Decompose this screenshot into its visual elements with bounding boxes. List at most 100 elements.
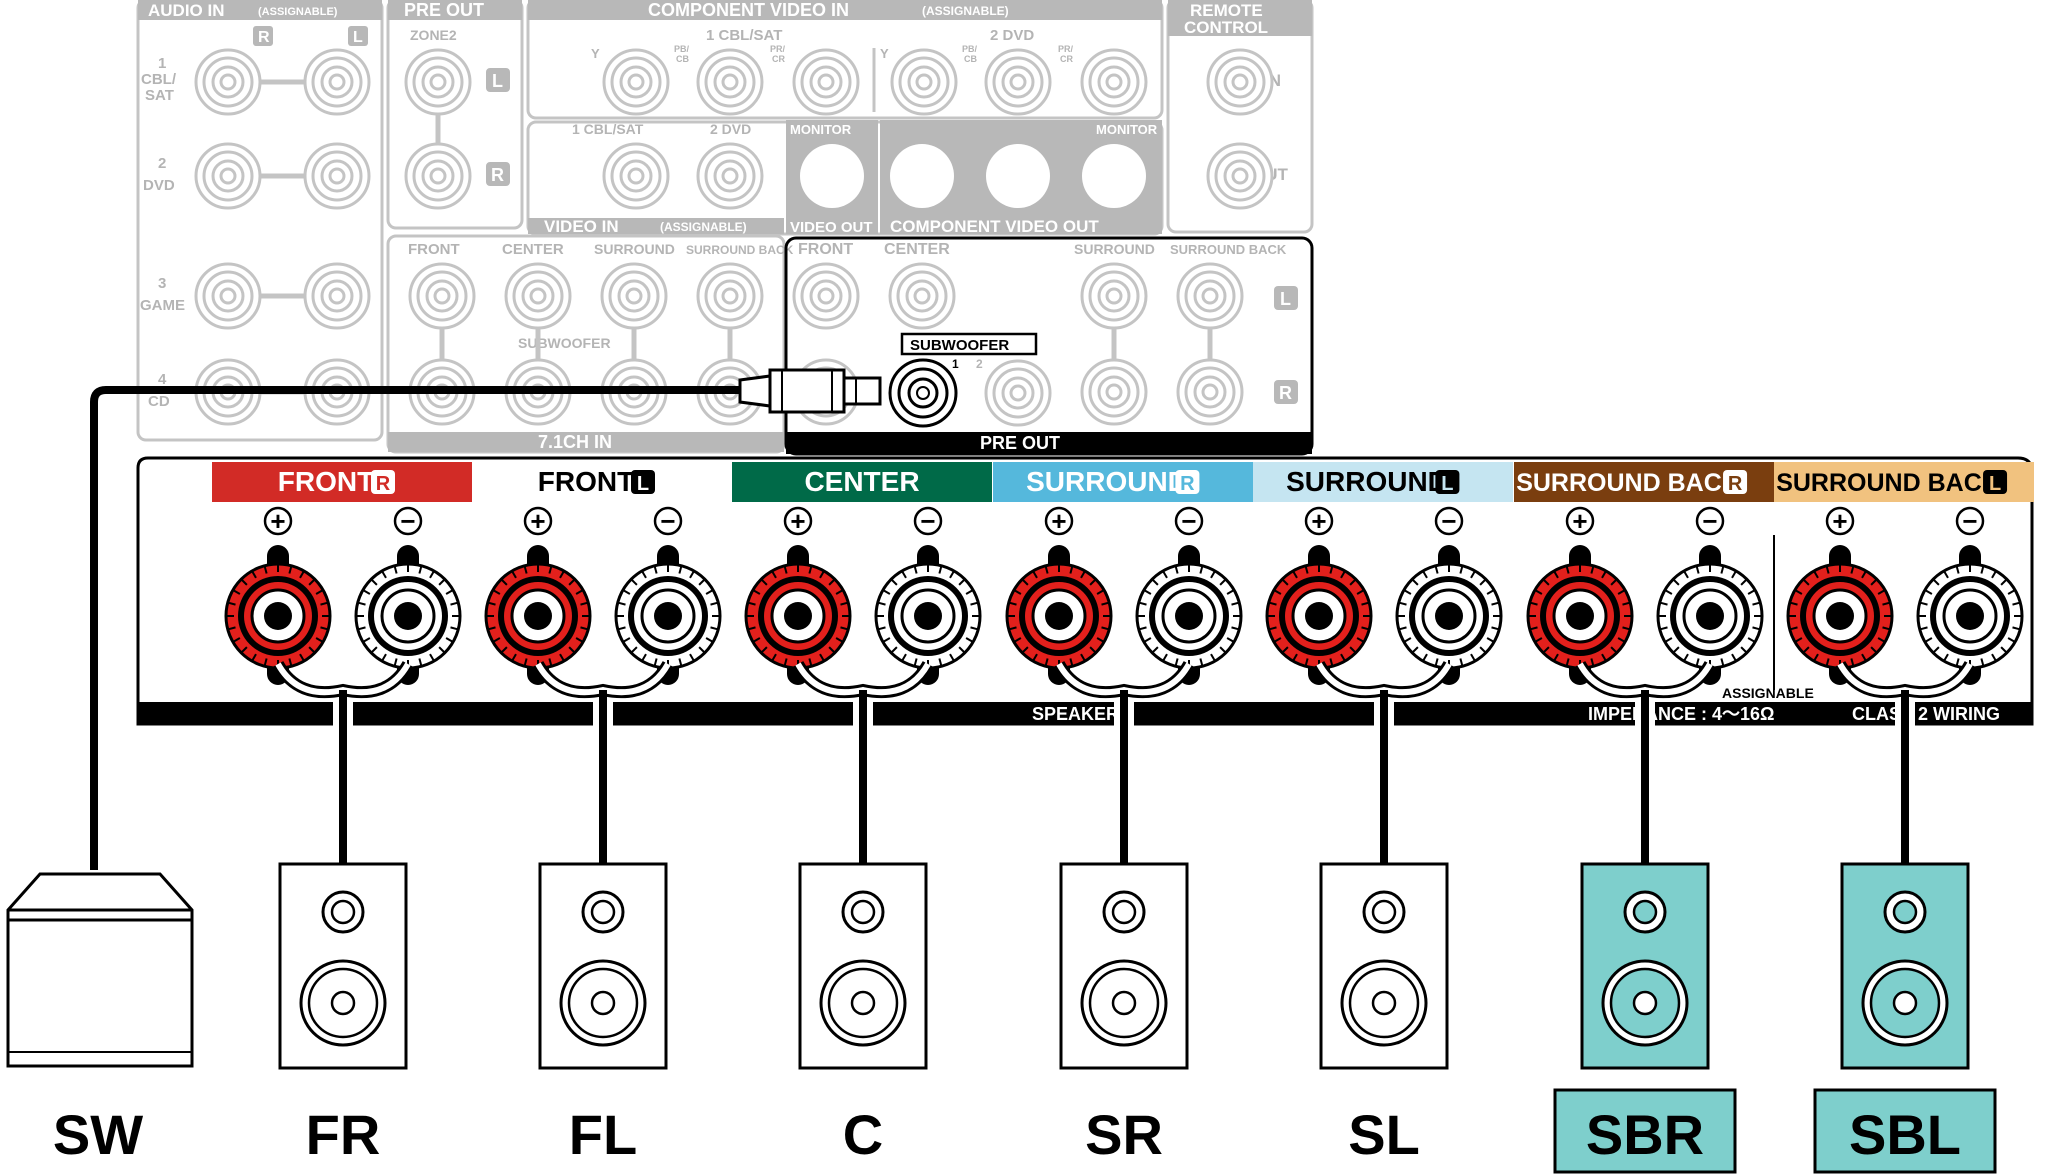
component-in-title: COMPONENT VIDEO IN xyxy=(648,0,849,20)
pre-out-jack xyxy=(1080,358,1148,426)
audio-l-label: L xyxy=(353,29,363,46)
svg-text:−: − xyxy=(400,506,415,536)
plus-terminal[interactable] xyxy=(1526,545,1634,685)
audio-in-box xyxy=(136,0,384,442)
speaker-label: SW xyxy=(53,1103,143,1166)
plus-terminal[interactable] xyxy=(744,545,852,685)
video-in-title: VIDEO IN xyxy=(544,217,619,236)
svg-text:−: − xyxy=(920,506,935,536)
audio-in-note: (ASSIGNABLE) xyxy=(258,6,338,18)
channel-badge-label: L xyxy=(1989,473,2001,495)
minus-marker: − xyxy=(653,506,683,536)
zone2-title: PRE OUT xyxy=(404,0,484,20)
src-4-num: 4 xyxy=(158,371,167,388)
audio-r-badge xyxy=(253,26,273,46)
audio-in-jack xyxy=(303,48,371,116)
pre-out-footer xyxy=(786,432,1312,454)
channel-header-label: SURROUND xyxy=(1286,466,1448,497)
po-l-label: L xyxy=(1280,289,1291,309)
src-4-label: CD xyxy=(148,393,170,410)
speakers-label: SPEAKERS xyxy=(1032,704,1131,724)
pre-out-title: PRE OUT xyxy=(980,433,1060,453)
plus-terminal[interactable] xyxy=(1265,545,1373,685)
plus-terminal[interactable] xyxy=(484,545,592,685)
in71-center: CENTER xyxy=(502,241,564,258)
zone2-jack xyxy=(404,48,472,116)
channel-badge-label: R xyxy=(376,473,391,495)
channel-badge-label: L xyxy=(637,473,649,495)
monitor-component-label: MONITOR xyxy=(1096,122,1158,137)
minus-terminal[interactable] xyxy=(1395,545,1503,685)
svg-text:+: + xyxy=(1572,506,1587,536)
speaker-terminal-panel: SPEAKERS IMPEDANCE : 4〜16Ω CLASS 2 WIRIN… xyxy=(136,456,2034,864)
po-surround: SURROUND xyxy=(1074,241,1155,257)
plus-marker: + xyxy=(263,506,293,536)
plus-terminal[interactable] xyxy=(1786,545,1894,685)
subwoofer-out-jack xyxy=(888,358,958,428)
po-r-label: R xyxy=(1279,383,1292,403)
minus-terminal[interactable] xyxy=(874,545,982,685)
component-in-jack xyxy=(890,48,958,116)
subwoofer-icon xyxy=(6,872,194,1068)
in71-jack xyxy=(600,262,668,330)
component-in-jack xyxy=(984,48,1052,116)
speaker-icon xyxy=(1059,862,1189,1070)
svg-text:−: − xyxy=(660,506,675,536)
minus-terminal[interactable] xyxy=(1135,545,1243,685)
po-sub-2: 2 xyxy=(976,357,983,371)
in71-surround: SURROUND xyxy=(594,241,675,257)
channel-header: CENTER xyxy=(732,462,992,502)
zone2-label: ZONE2 xyxy=(410,27,457,43)
svg-text:+: + xyxy=(1051,506,1066,536)
minus-terminal[interactable] xyxy=(1656,545,1764,685)
plus-marker: + xyxy=(1304,506,1334,536)
component-out-well-2 xyxy=(986,144,1050,208)
minus-marker: − xyxy=(1695,506,1725,536)
pre-out-box xyxy=(784,236,1314,456)
channel-badge xyxy=(371,470,395,494)
cv2-pr: PR/ xyxy=(1058,44,1074,54)
remote-jack xyxy=(1206,48,1274,116)
channel-header-label: FRONT xyxy=(538,466,634,497)
component-in-header xyxy=(528,0,1162,20)
channel-badge xyxy=(1435,470,1460,494)
remote-title-1: REMOTE xyxy=(1190,1,1263,20)
audio-in-header xyxy=(138,0,382,20)
channel-header-bg xyxy=(1253,462,1513,502)
minus-terminal[interactable] xyxy=(1916,545,2024,685)
minus-marker: − xyxy=(1434,506,1464,536)
speaker-label: SBL xyxy=(1849,1103,1961,1166)
impedance-label: IMPEDANCE : 4〜16Ω xyxy=(1588,704,1774,724)
channel-badge-label: R xyxy=(1728,473,1743,495)
plus-terminal[interactable] xyxy=(1005,545,1113,685)
channel-header-bg xyxy=(472,462,732,502)
speaker-label: FL xyxy=(569,1103,637,1166)
in71-front: FRONT xyxy=(408,241,460,258)
component-in-jack xyxy=(696,48,764,116)
speaker-row xyxy=(278,862,1970,1070)
plus-marker: + xyxy=(1825,506,1855,536)
pre-out-jack xyxy=(888,262,956,330)
src-2-num: 2 xyxy=(158,155,166,172)
channel-badge xyxy=(1723,470,1748,494)
channel-badge xyxy=(1983,470,2008,494)
audio-l-badge xyxy=(348,26,368,46)
channel-header-label: CENTER xyxy=(804,466,919,497)
speaker-label: SL xyxy=(1348,1103,1420,1166)
audio-r-label: R xyxy=(258,29,270,46)
svg-text:−: − xyxy=(1181,506,1196,536)
po-sub-label: SUBWOOFER xyxy=(910,337,1009,354)
component-in-src1: 1 CBL/SAT xyxy=(706,27,782,44)
src-1-label-2: SAT xyxy=(145,87,174,104)
speaker-label: FR xyxy=(306,1103,381,1166)
speaker-label: SR xyxy=(1085,1103,1163,1166)
remote-box xyxy=(1166,0,1314,234)
plus-terminal[interactable] xyxy=(224,545,332,685)
minus-terminal[interactable] xyxy=(354,545,462,685)
in71-jack xyxy=(504,262,572,330)
minus-terminal[interactable] xyxy=(614,545,722,685)
